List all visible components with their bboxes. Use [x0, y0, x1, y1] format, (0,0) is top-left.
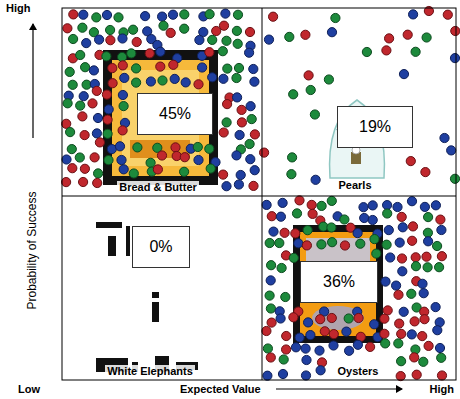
- percentage-box: 36%: [300, 261, 378, 303]
- axis-high: High: [6, 2, 30, 15]
- divider-line: [262, 8, 263, 380]
- percentage-box: 0%: [132, 226, 190, 268]
- percentage-value: 45%: [159, 105, 191, 123]
- elephant-picture: [96, 222, 198, 372]
- y-axis-arrow: [32, 24, 33, 138]
- quadrant-name: Oysters: [336, 365, 381, 378]
- percentage-box: 45%: [137, 93, 213, 135]
- axis-title: Expected Value: [180, 383, 261, 396]
- percentage-value: 36%: [323, 273, 355, 291]
- axis-title: Probability of Success: [26, 191, 39, 309]
- oyster-picture: [293, 225, 383, 343]
- quadrant: White Elephants 0%: [62, 196, 262, 380]
- quadrant: Pearls 19%: [262, 8, 456, 196]
- quadrant: Oysters 36%: [262, 196, 456, 380]
- quadrant-name: White Elephants: [105, 365, 195, 378]
- quadrant: Bread & Butter 45%: [62, 8, 262, 196]
- percentage-value: 19%: [359, 118, 391, 136]
- matrix-frame: [62, 8, 456, 380]
- divider-line: [62, 196, 456, 197]
- quadrant-name: Pearls: [336, 179, 373, 192]
- axis-high: High: [430, 383, 454, 396]
- axis-low: Low: [18, 383, 40, 396]
- x-axis-arrow: [276, 388, 402, 389]
- quadrant-name: Bread & Butter: [117, 181, 199, 194]
- percentage-box: 19%: [337, 106, 413, 148]
- bread-picture: [103, 50, 218, 185]
- percentage-value: 0%: [149, 238, 172, 256]
- dot-cloud: [62, 6, 460, 380]
